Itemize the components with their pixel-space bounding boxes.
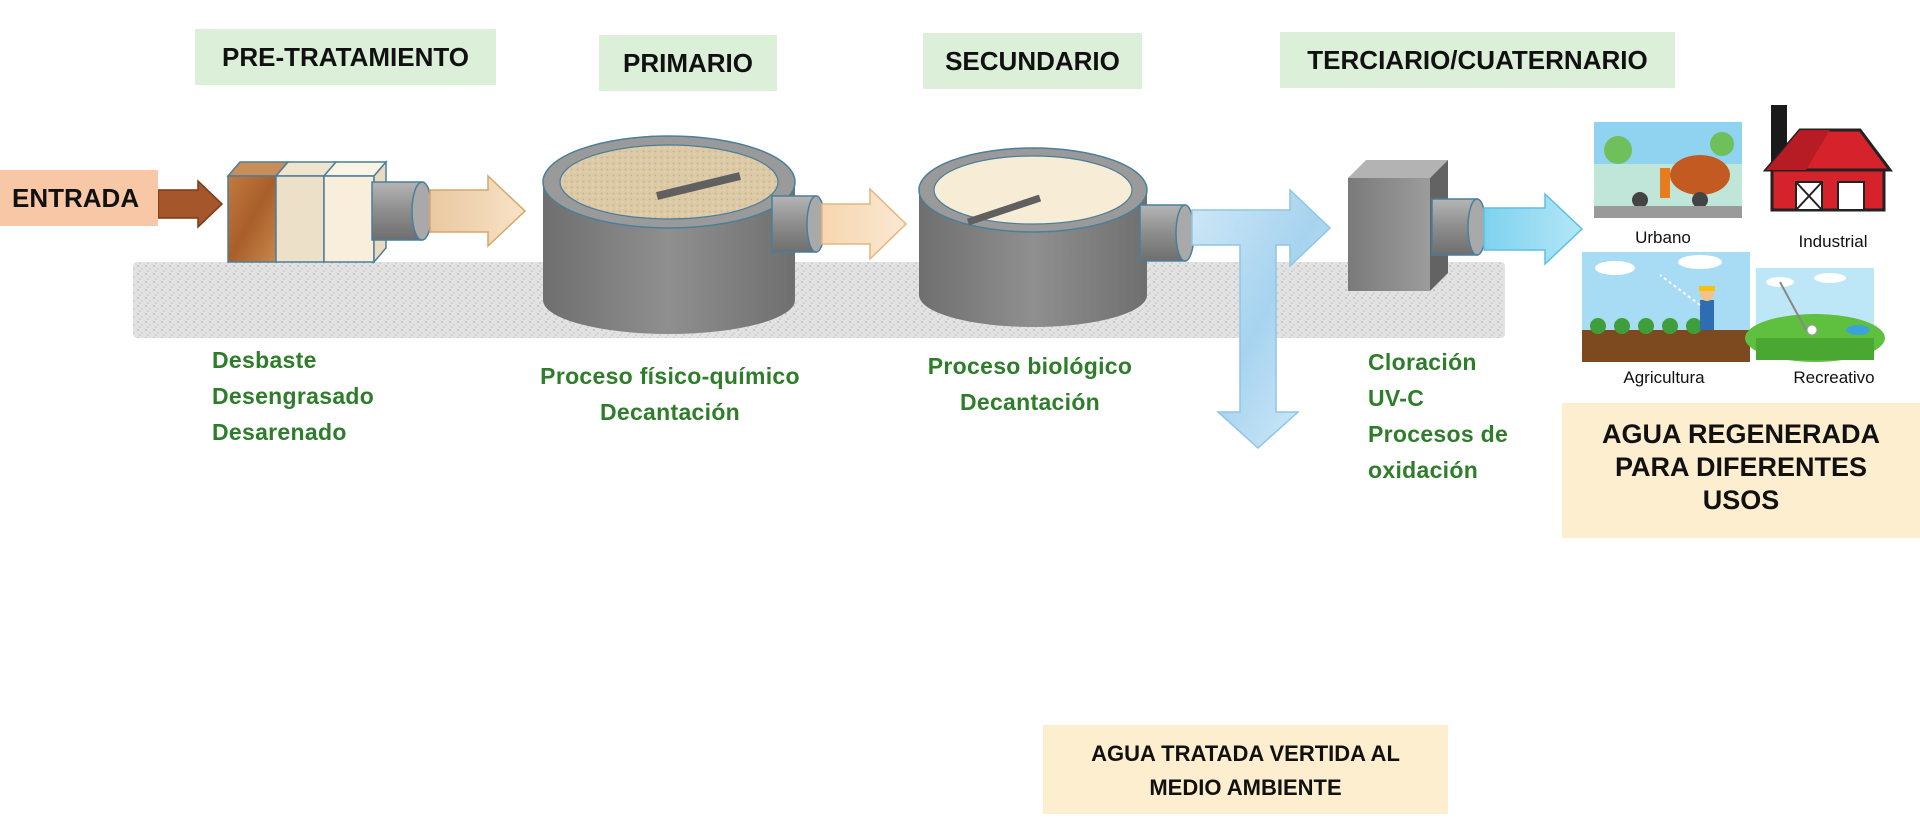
secondary-tank <box>918 147 1148 327</box>
pipe-tertiary <box>1431 198 1487 256</box>
secondary-process-item: Decantación <box>959 389 1101 415</box>
regenerated-water-box: AGUA REGENERADA PARA DIFERENTES USOS <box>1562 403 1920 538</box>
stage-terciario-cuaternario: TERCIARIO/CUATERNARIO <box>1280 32 1675 88</box>
pipe-primary <box>771 195 826 253</box>
use-label-urbano: Urbano <box>1635 228 1691 247</box>
regenerated-line: USOS <box>1702 485 1780 515</box>
pre-process-item: Desbaste <box>212 347 317 373</box>
pipe-pre <box>371 181 433 241</box>
recreativo-image <box>1745 268 1885 362</box>
arrow-to-uses <box>1483 192 1584 266</box>
stage-primario: PRIMARIO <box>599 35 777 91</box>
pipe-secondary <box>1139 204 1195 262</box>
secondary-process-item: Proceso biológico <box>927 353 1133 379</box>
split-water-arrow <box>1191 188 1332 450</box>
pre-process-item: Desengrasado <box>212 383 375 409</box>
discharged-line: MEDIO AMBIENTE <box>1149 775 1342 800</box>
urbano-image <box>1594 122 1742 218</box>
use-label-recreativo: Recreativo <box>1793 368 1875 387</box>
arrow-primary-to-secondary <box>821 187 908 261</box>
tertiary-process-item: UV-C <box>1368 385 1425 411</box>
stage-secundario: SECUNDARIO <box>923 33 1142 89</box>
use-label-industrial: Industrial <box>1798 232 1868 251</box>
pre-process-item: Desarenado <box>212 419 347 445</box>
primary-process-list: Proceso físico-químico Decantación <box>530 358 810 430</box>
entrada-arrow <box>157 179 224 229</box>
agricultura-image <box>1582 252 1750 362</box>
tertiary-process-list: Cloración UV-C Procesos de oxidación <box>1368 344 1508 488</box>
tertiary-process-item: Cloración <box>1368 349 1477 375</box>
tertiary-process-item: oxidación <box>1368 457 1479 483</box>
pre-process-list: Desbaste Desengrasado Desarenado <box>212 342 374 450</box>
discharged-water-box: AGUA TRATADA VERTIDA AL MEDIO AMBIENTE <box>1043 725 1448 814</box>
use-label-agricultura: Agricultura <box>1623 368 1705 387</box>
secondary-process-list: Proceso biológico Decantación <box>900 348 1160 420</box>
regenerated-line: AGUA REGENERADA <box>1601 419 1880 449</box>
entrada-label: ENTRADA <box>0 170 158 226</box>
primary-process-item: Decantación <box>599 399 741 425</box>
tertiary-process-item: Procesos de <box>1368 421 1509 447</box>
industrial-image <box>1762 105 1893 212</box>
discharged-line: AGUA TRATADA VERTIDA AL <box>1091 741 1400 766</box>
pre-treatment-filters <box>226 159 388 265</box>
primary-tank <box>542 135 796 334</box>
arrow-pre-to-primary <box>429 174 527 248</box>
regenerated-line: PARA DIFERENTES <box>1614 452 1868 482</box>
stage-pre-tratamiento: PRE-TRATAMIENTO <box>195 29 496 85</box>
primary-process-item: Proceso físico-químico <box>540 363 800 389</box>
ground-band <box>133 262 1505 338</box>
